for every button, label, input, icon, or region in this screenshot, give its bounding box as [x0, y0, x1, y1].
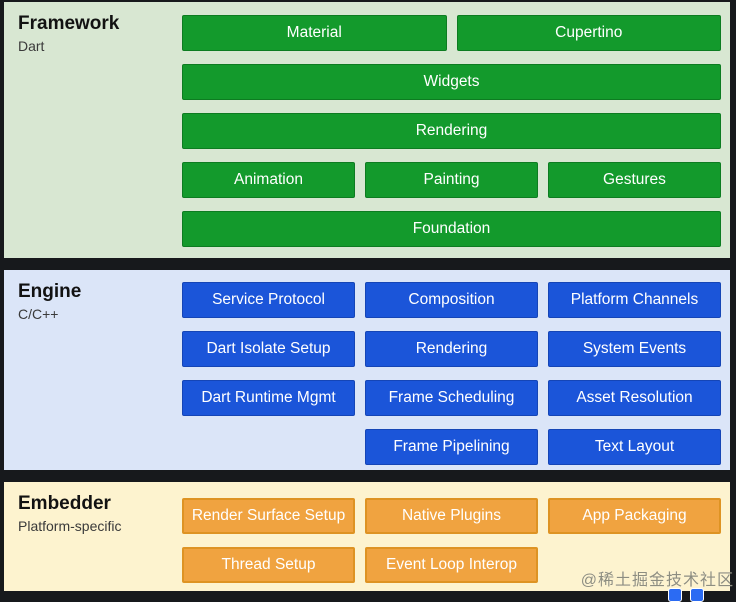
engine-label-col: Engine C/C++ — [4, 270, 182, 470]
node-cupertino: Cupertino — [456, 15, 721, 51]
framework-boxes: Material Cupertino Widgets Rendering Ani… — [182, 2, 730, 258]
node-asset-resolution: Asset Resolution — [548, 380, 721, 416]
framework-row-1: Material Cupertino — [182, 15, 721, 51]
node-event-loop-interop: Event Loop Interop — [365, 547, 538, 583]
framework-row-2: Widgets — [182, 64, 721, 100]
node-widgets: Widgets — [182, 64, 721, 100]
watermark: @稀土掘金技术社区 — [580, 572, 734, 589]
engine-row-1: Service Protocol Composition Platform Ch… — [182, 282, 721, 318]
node-render-surface-setup: Render Surface Setup — [182, 498, 355, 534]
framework-title: Framework — [18, 13, 120, 34]
node-dart-runtime-mgmt: Dart Runtime Mgmt — [182, 380, 355, 416]
framework-row-3: Rendering — [182, 113, 721, 149]
framework-label-col: Framework Dart — [4, 2, 182, 258]
node-system-events: System Events — [548, 331, 721, 367]
node-frame-pipelining: Frame Pipelining — [365, 429, 538, 465]
embedder-boxes: Render Surface Setup Native Plugins App … — [182, 482, 730, 591]
node-composition: Composition — [365, 282, 538, 318]
engine-row-2: Dart Isolate Setup Rendering System Even… — [182, 331, 721, 367]
node-thread-setup: Thread Setup — [182, 547, 355, 583]
engine-title: Engine — [18, 281, 82, 302]
framework-subtitle: Dart — [18, 37, 45, 54]
node-material: Material — [182, 15, 447, 51]
engine-layer: Engine C/C++ Service Protocol Compositio… — [4, 270, 730, 470]
engine-row-3: Dart Runtime Mgmt Frame Scheduling Asset… — [182, 380, 721, 416]
embedder-layer: Embedder Platform-specific Render Surfac… — [4, 482, 730, 591]
embedder-label-col: Embedder Platform-specific — [4, 482, 182, 591]
node-native-plugins: Native Plugins — [365, 498, 538, 534]
node-service-protocol: Service Protocol — [182, 282, 355, 318]
embedder-subtitle: Platform-specific — [18, 517, 122, 534]
node-gestures: Gestures — [548, 162, 721, 198]
watermark-badge-icon — [668, 588, 682, 602]
embedder-row-1: Render Surface Setup Native Plugins App … — [182, 498, 721, 534]
node-painting: Painting — [365, 162, 538, 198]
engine-row-4: Frame Pipelining Text Layout — [182, 429, 721, 465]
embedder-title: Embedder — [18, 493, 111, 514]
node-rendering-framework: Rendering — [182, 113, 721, 149]
node-animation: Animation — [182, 162, 355, 198]
engine-boxes: Service Protocol Composition Platform Ch… — [182, 270, 730, 470]
framework-layer: Framework Dart Material Cupertino Widget… — [4, 2, 730, 258]
node-text-layout: Text Layout — [548, 429, 721, 465]
node-frame-scheduling: Frame Scheduling — [365, 380, 538, 416]
watermark-icons — [668, 588, 704, 602]
watermark-badge-icon — [690, 588, 704, 602]
framework-row-5: Foundation — [182, 211, 721, 247]
embedder-row-2: Thread Setup Event Loop Interop — [182, 547, 721, 583]
framework-row-4: Animation Painting Gestures — [182, 162, 721, 198]
node-rendering-engine: Rendering — [365, 331, 538, 367]
node-app-packaging: App Packaging — [548, 498, 721, 534]
node-platform-channels: Platform Channels — [548, 282, 721, 318]
node-foundation: Foundation — [182, 211, 721, 247]
node-dart-isolate-setup: Dart Isolate Setup — [182, 331, 355, 367]
engine-subtitle: C/C++ — [18, 305, 59, 322]
